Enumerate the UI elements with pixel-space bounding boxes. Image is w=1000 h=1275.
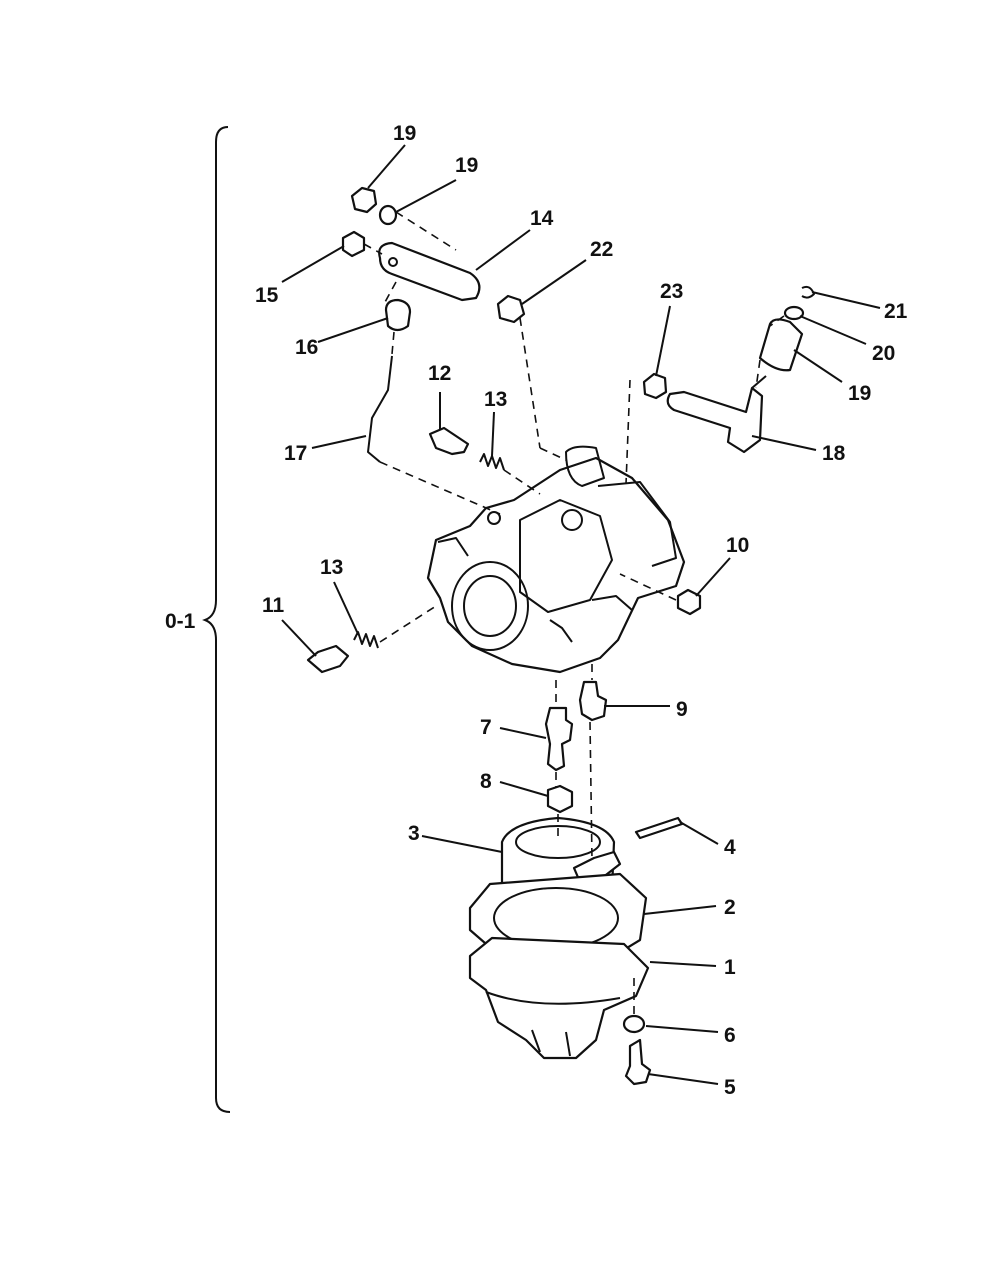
callout-15: 15	[255, 284, 279, 307]
part-14-link-plate	[378, 241, 481, 302]
part-14-hole	[388, 257, 398, 267]
part-17-rod	[367, 355, 393, 463]
callout-19-right: 23	[660, 280, 683, 303]
part-18-shaft-top	[751, 375, 767, 389]
part-16-bushing	[384, 298, 412, 332]
parts	[306, 186, 815, 1086]
assembly-label: 0-1	[165, 610, 196, 633]
part-4-pin	[634, 816, 684, 840]
callout-24: 21	[884, 300, 908, 323]
part-5-bolt	[624, 1038, 652, 1086]
callout-3: 3	[408, 822, 420, 845]
callout-16: 16	[295, 336, 318, 359]
callout-10: 10	[726, 534, 749, 557]
part-19-clip-right	[642, 372, 668, 400]
assembly-brace	[202, 126, 231, 1113]
part-6-washer	[622, 1014, 646, 1034]
callout-21: 19	[455, 154, 478, 177]
part-11-screw	[306, 644, 350, 674]
part-13-spring-lower	[353, 631, 379, 649]
assembly-lines	[363, 211, 785, 1014]
callout-6: 6	[724, 1024, 736, 1047]
part-9-jet	[578, 680, 608, 722]
part-13-spring-upper	[479, 453, 505, 471]
leader-lines	[281, 144, 881, 1085]
part-23-washer	[783, 305, 805, 321]
callout-18: 18	[822, 442, 846, 465]
callout-1: 1	[724, 956, 736, 979]
part-24-clip	[801, 285, 815, 299]
callout-22: 19	[848, 382, 871, 405]
part-7-needle	[544, 706, 574, 772]
callout-7: 7	[480, 716, 492, 739]
callout-13-upper: 13	[484, 388, 507, 411]
callout-4: 4	[724, 836, 736, 859]
callout-8: 8	[480, 770, 492, 793]
part-1-float-bowl	[468, 936, 650, 1060]
callout-5: 5	[724, 1076, 736, 1099]
callout-14: 14	[530, 207, 554, 230]
part-18-shaft-arm	[666, 386, 764, 454]
part-carburetor-body	[426, 445, 686, 674]
part-20-nut	[350, 186, 378, 214]
part-12-screw	[428, 426, 470, 456]
callout-19-upper: 22	[590, 238, 613, 261]
part-8-seat	[546, 784, 574, 814]
part-21-washer	[378, 204, 398, 226]
callout-9: 9	[676, 698, 688, 721]
callout-2: 2	[724, 896, 736, 919]
callout-20: 19	[393, 122, 416, 145]
callout-17: 17	[284, 442, 307, 465]
part-19-clip-upper	[496, 294, 526, 324]
callout-11: 11	[262, 594, 285, 617]
callout-13-lower: 13	[320, 556, 343, 579]
part-10-screw	[676, 588, 702, 616]
callout-labels: 19 19 14 22 15 23 21 16 20 12 19 13 17 1…	[255, 122, 908, 1099]
callout-23: 20	[872, 342, 895, 365]
callout-12: 12	[428, 362, 451, 385]
part-22-collar	[758, 318, 804, 372]
part-15-bolt	[341, 230, 366, 258]
